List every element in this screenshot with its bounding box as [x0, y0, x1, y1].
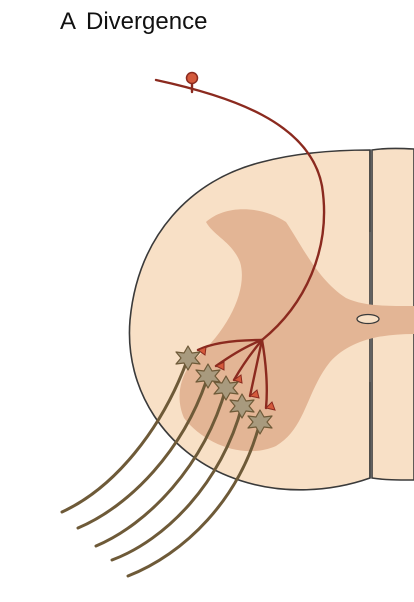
- panel-title-text: Divergence: [86, 8, 208, 35]
- motor-neuron-3: [213, 375, 239, 401]
- afferent-cell-body: [185, 71, 199, 85]
- motor-neuron-1: [175, 345, 201, 371]
- spinal-cord-section: [128, 147, 414, 491]
- motor-neuron-4: [229, 393, 255, 419]
- synaptic-bouton-4: [248, 389, 260, 399]
- motor-axon-1: [60, 356, 190, 514]
- afferent-branch-4: [248, 338, 264, 398]
- motor-neurons: [175, 345, 273, 435]
- central-canal: [356, 313, 380, 325]
- afferent-axon: [154, 78, 326, 342]
- afferent-branch-5: [260, 338, 268, 410]
- motor-axon-5: [126, 420, 262, 578]
- motor-axons: [60, 356, 262, 578]
- synaptic-bouton-2: [214, 361, 225, 371]
- synaptic-bouton-5: [265, 401, 276, 411]
- afferent-branch-2: [214, 338, 264, 368]
- motor-neuron-2: [195, 363, 221, 389]
- synaptic-bouton-1: [196, 346, 207, 356]
- motor-neuron-5: [247, 409, 273, 435]
- motor-axon-2: [76, 374, 210, 530]
- figure-title: A Divergence: [60, 8, 207, 36]
- panel-letter: A: [60, 8, 77, 35]
- motor-axon-3: [94, 386, 228, 548]
- motor-axon-4: [110, 404, 244, 562]
- afferent-branch-3: [232, 338, 264, 382]
- gray-matter: [179, 209, 414, 452]
